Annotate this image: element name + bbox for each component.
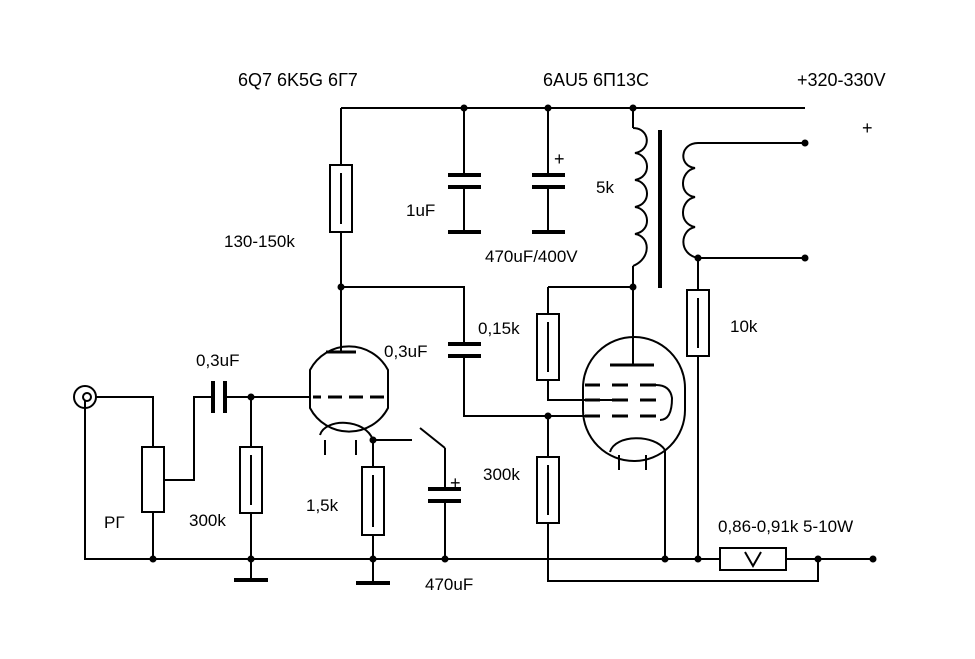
- c-1uf-label: 1uF: [406, 201, 435, 220]
- cathode-bypass-switch: [419, 427, 446, 449]
- r-anode1-label: 130-150k: [224, 232, 295, 251]
- junction-dots: [149, 104, 877, 563]
- resistor-anode1: [329, 164, 353, 233]
- resistor-cathode2: [719, 547, 787, 571]
- tube2-types-label: 6AU5 6П13С: [543, 70, 649, 90]
- tube1-types-label: 6Q7 6K5G 6Г7: [238, 70, 358, 90]
- wires: [84, 107, 873, 583]
- r-cathode2-label: 0,86-0,91k 5-10W: [718, 517, 853, 536]
- input-jack-icon: [73, 385, 97, 409]
- r-grid1-label: 300k: [189, 511, 226, 530]
- pot-label: РГ: [104, 513, 125, 532]
- r-015k-label: 0,15k: [478, 319, 520, 338]
- transformer-5k-label: 5k: [596, 178, 614, 197]
- c-470-400-label: 470uF/400V: [485, 247, 578, 266]
- c-cathode-label: 470uF: [425, 575, 473, 594]
- c-cathode-plus-label: +: [450, 473, 461, 493]
- plus-terminal-label: +: [862, 118, 873, 138]
- resistor-screen: [536, 313, 560, 381]
- r-10k-label: 10k: [730, 317, 758, 336]
- resistor-grid1: [239, 446, 263, 514]
- tube1-triode: [309, 345, 389, 455]
- capacitor-1uF: [448, 173, 481, 234]
- r-cathode1-label: 1,5k: [306, 496, 339, 515]
- capacitor-coupling: [448, 342, 481, 358]
- tube2-pentode: [582, 336, 686, 470]
- c-coupling2-label: 0,3uF: [384, 342, 427, 361]
- output-transformer: [632, 127, 699, 288]
- potentiometer-volume: [141, 446, 165, 513]
- supply-voltage-label: +320-330V: [797, 70, 886, 90]
- resistor-10k: [686, 289, 710, 357]
- capacitor-input: [211, 381, 227, 413]
- labels: 6Q7 6K5G 6Г7 6AU5 6П13С +320-330V + 130-…: [104, 70, 886, 594]
- ground-rail: [84, 400, 720, 560]
- resistor-grid2: [536, 456, 560, 524]
- resistor-cathode1: [361, 466, 385, 536]
- c-470-plus-label: +: [554, 149, 565, 169]
- c-input-label: 0,3uF: [196, 351, 239, 370]
- r-grid2-label: 300k: [483, 465, 520, 484]
- capacitor-cathode: [428, 487, 461, 503]
- capacitor-470uF-400V: [532, 173, 565, 234]
